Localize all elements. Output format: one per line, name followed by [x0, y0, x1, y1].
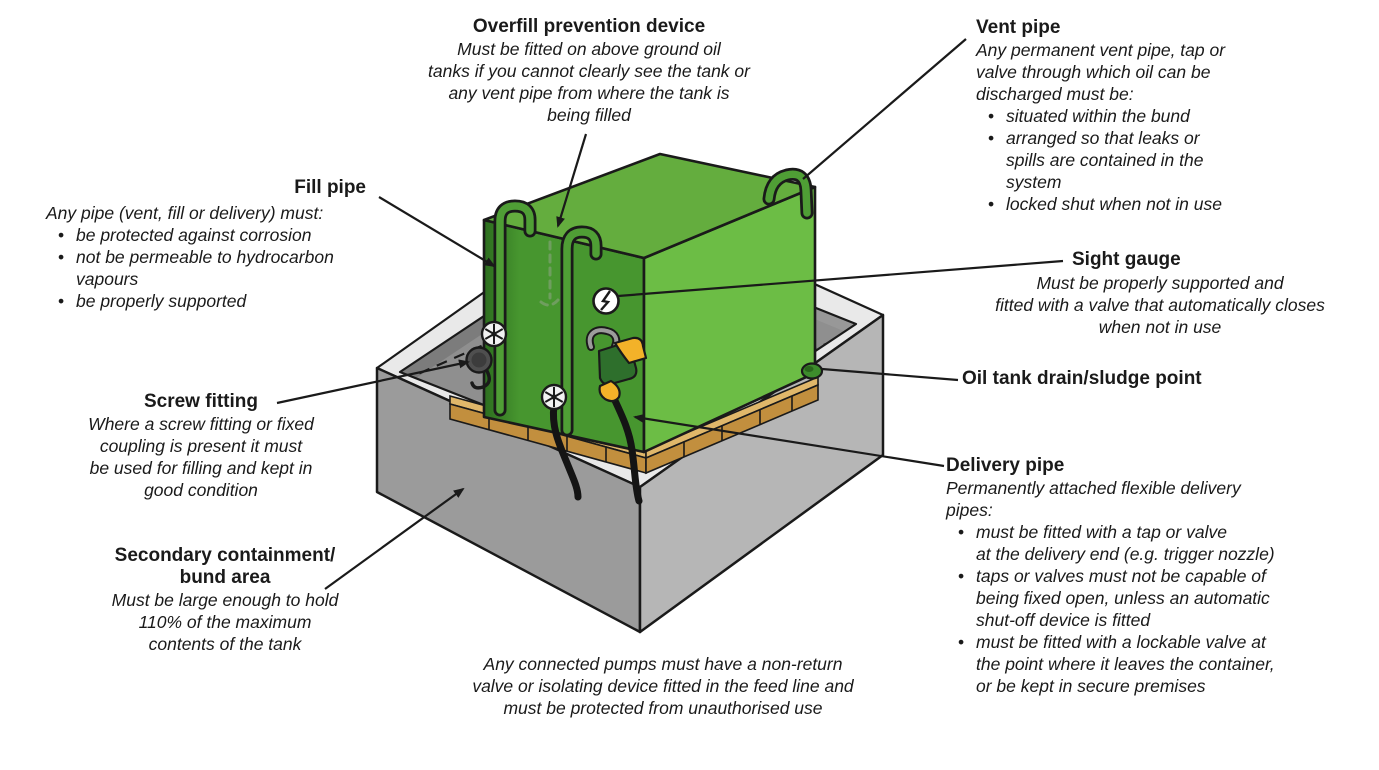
leader-secondary [324, 487, 465, 590]
callout-fill-bullet: be protected against corrosion [46, 224, 406, 246]
callout-sight-gauge: Must be properly supported and fitted wi… [982, 272, 1338, 338]
callout-fill-bullet: be properly supported [46, 290, 406, 312]
callout-delivery-body: Permanently attached flexible delivery p… [946, 478, 1241, 520]
callout-delivery-bullet: must be fitted with a lockable valve at … [946, 631, 1356, 697]
fill-pipe [496, 202, 534, 414]
vent-pipe [765, 170, 811, 217]
drain-sludge-point [800, 362, 824, 380]
nozzle-spout [598, 379, 621, 403]
callout-secondary-title: Secondary containment/ bund area [114, 545, 336, 588]
callout-vent-body: Any permanent vent pipe, tap or valve th… [976, 40, 1226, 104]
callout-delivery-pipe: Delivery pipe Permanently attached flexi… [946, 455, 1356, 697]
callout-fill-bullet: not be permeable to hydrocarbon vapours [46, 246, 406, 290]
callout-fill-body: Any pipe (vent, fill or delivery) must: [46, 203, 324, 223]
callout-fill-title: Fill pipe [294, 177, 366, 198]
leader-drain [821, 367, 959, 382]
callout-screw-fitting: Screw fitting Where a screw fitting or f… [60, 391, 342, 501]
pallet-brick-joints-right [683, 396, 793, 457]
callout-vent-pipe: Vent pipe Any permanent vent pipe, tap o… [976, 17, 1316, 215]
callout-sight-title: Sight gauge [1072, 249, 1181, 270]
callout-secondary-containment: Secondary containment/ bund area Must be… [80, 545, 370, 655]
leader-screw [276, 359, 470, 405]
leader-fill [378, 196, 496, 268]
callout-delivery-bullet: taps or valves must not be capable of be… [946, 565, 1356, 631]
leader-delivery [633, 413, 945, 468]
callout-delivery-bullet: must be fitted with a tap or valve at th… [946, 521, 1356, 565]
callout-secondary-body: Must be large enough to hold 110% of the… [111, 590, 339, 654]
callout-vent-title: Vent pipe [976, 17, 1061, 38]
callout-overfill-title: Overfill prevention device [472, 16, 706, 37]
callout-sight-body: Must be properly supported and fitted wi… [995, 273, 1325, 337]
callout-screw-body: Where a screw fitting or fixed coupling … [88, 414, 314, 500]
pumps-note: Any connected pumps must have a non-retu… [413, 653, 913, 719]
delivery-hose-nozzle [608, 390, 643, 505]
screw-fitting-cap [465, 346, 493, 390]
pallet-front-right [645, 383, 819, 475]
sight-gauge [592, 287, 620, 315]
callout-overfill-body: Must be fitted on above ground oil tanks… [428, 39, 750, 125]
pallet-brick-joints-left [488, 415, 607, 462]
leader-lines [276, 38, 1064, 590]
delivery-hose-left [549, 402, 582, 501]
hand-wheel-fill [480, 320, 508, 348]
offtake-pipe [563, 228, 600, 434]
leader-vent [802, 38, 967, 180]
callout-drain-title: Oil tank drain/sludge point [962, 368, 1202, 389]
nozzle-cover [613, 336, 648, 365]
callout-fill-pipe: Any pipe (vent, fill or delivery) must: … [46, 202, 406, 312]
callout-overfill-prevention: Overfill prevention device Must be fitte… [414, 16, 764, 126]
callout-vent-bullet: arranged so that leaks or spills are con… [976, 127, 1316, 193]
trigger-nozzle [585, 326, 648, 403]
leader-sight [617, 259, 1064, 298]
pumps-note-text: Any connected pumps must have a non-retu… [472, 654, 854, 718]
tank-pipework [493, 167, 814, 437]
callout-delivery-title: Delivery pipe [946, 455, 1065, 476]
leader-overfill [556, 133, 588, 228]
hand-wheel-offtake [540, 383, 568, 411]
callout-vent-bullet: situated within the bund [976, 105, 1316, 127]
callout-screw-title: Screw fitting [143, 391, 258, 412]
overfill-device-tube [539, 240, 560, 307]
callout-drain-point: Oil tank drain/sludge point [962, 368, 1202, 390]
callout-sight-gauge-title-wrap: Sight gauge [1072, 249, 1181, 271]
callout-fill-pipe-title-wrap: Fill pipe [240, 177, 366, 199]
callout-vent-bullet: locked shut when not in use [976, 193, 1316, 215]
